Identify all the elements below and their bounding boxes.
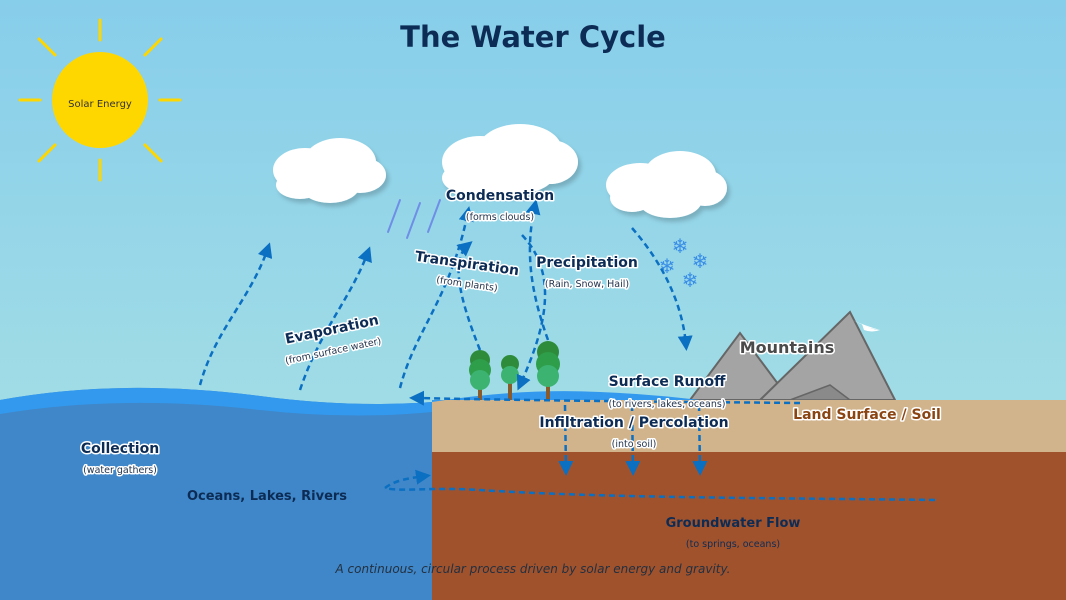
caption: A continuous, circular process driven by…	[335, 562, 731, 576]
trees	[469, 341, 560, 400]
sun-rays	[18, 18, 182, 182]
tree	[469, 350, 491, 400]
ocean	[0, 387, 432, 600]
evaporation-arrow	[298, 246, 372, 391]
snowflakes: ❄ ❄ ❄ ❄	[659, 234, 709, 292]
ocean-wave	[0, 387, 432, 416]
evaporation-arrow	[198, 242, 273, 386]
sun-disc	[52, 52, 148, 148]
cloud-left	[273, 138, 386, 203]
label-infiltration: Infiltration / Percolation	[539, 415, 728, 431]
groundwater-layer	[432, 452, 1066, 600]
sun-label: Solar Energy	[68, 99, 132, 110]
label-land-surface: Land Surface / Soil	[793, 407, 941, 423]
groundwater-arrow-line	[384, 486, 936, 502]
surface-runoff-arrow	[409, 390, 801, 406]
tree	[501, 355, 519, 400]
label-groundwater-sub: (to springs, oceans)	[686, 539, 780, 550]
tree	[536, 341, 560, 400]
snowflake-icon: ❄	[692, 249, 709, 273]
label-mountains: Mountains	[740, 338, 835, 357]
rain-streaks	[387, 199, 441, 239]
snowflake-icon: ❄	[659, 254, 676, 278]
land-surface	[432, 400, 1066, 452]
infiltration-arrow	[692, 404, 708, 476]
infiltration-arrow	[558, 404, 574, 476]
flow-arrows	[198, 199, 936, 502]
label-groundwater: Groundwater Flow	[666, 516, 801, 531]
snowflake-icon: ❄	[682, 268, 699, 292]
label-surface-runoff-sub: (to rivers, lakes, oceans)	[608, 399, 725, 410]
precipitation-arrow	[631, 227, 693, 351]
label-precipitation-sub: (Rain, Snow, Hail)	[545, 279, 629, 290]
label-precipitation: Precipitation	[536, 255, 638, 271]
snowflake-icon: ❄	[672, 234, 689, 258]
transpiration-arrow	[456, 241, 482, 351]
label-collection: Collection	[81, 441, 159, 457]
evaporation-arrow	[398, 206, 474, 389]
label-collection-sub: (water gathers)	[83, 465, 157, 476]
page-title: The Water Cycle	[400, 20, 666, 54]
label-condensation: Condensation	[446, 188, 554, 204]
precipitation-arrow	[516, 234, 547, 391]
condensation-arrow	[525, 199, 550, 341]
sun: Solar Energy	[18, 18, 182, 182]
groundwater-arrow	[384, 469, 431, 490]
cloud-right	[606, 151, 727, 218]
label-surface-runoff: Surface Runoff	[609, 374, 726, 390]
label-condensation-sub: (forms clouds)	[466, 212, 534, 223]
label-infiltration-sub: (into soil)	[612, 439, 657, 450]
infiltration-arrow	[625, 404, 641, 476]
cloud-center	[442, 124, 578, 195]
label-oceans: Oceans, Lakes, Rivers	[187, 489, 347, 504]
